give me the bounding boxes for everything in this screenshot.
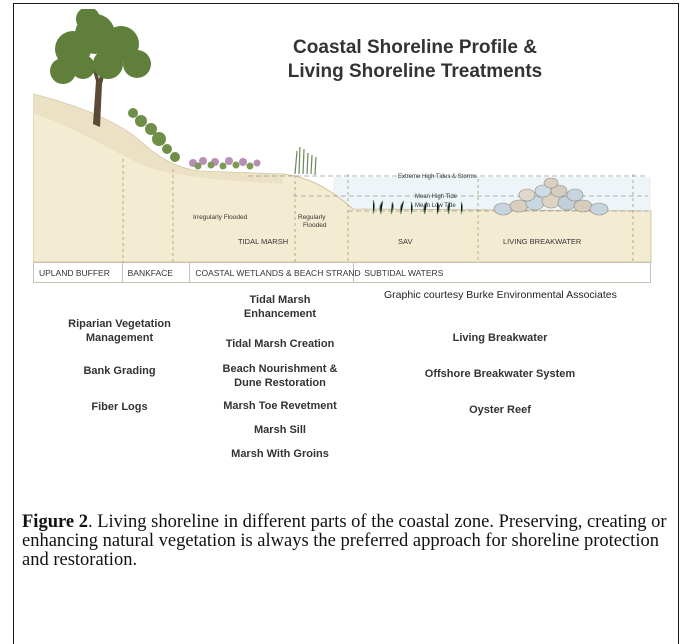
- figure-frame: [13, 3, 679, 644]
- diagram-title-line-2: Living Shoreline Treatments: [287, 61, 543, 82]
- zone-bankface: BANKFACE: [123, 263, 191, 282]
- treatment-riparian-vegetation: Riparian Vegetation Management: [68, 318, 171, 344]
- treatment-living-breakwater: Living Breakwater: [452, 332, 548, 344]
- zone-upland-buffer: UPLAND BUFFER: [34, 263, 123, 282]
- treatment-tidal-marsh-enhancement: Tidal Marsh Enhancement: [243, 294, 317, 320]
- shoreline-profile-graphic: Extreme High Tides & Storms Mean High Ti…: [33, 9, 652, 263]
- regular-marsh-grass: [294, 146, 317, 176]
- zone-coastal-wetlands: COASTAL WETLANDS & BEACH STRAND: [190, 263, 361, 282]
- treatment-oyster-reef: Oyster Reef: [469, 404, 531, 416]
- regularly-flooded-label-1: Regularly: [298, 214, 326, 221]
- tree-canopy: [50, 9, 151, 84]
- mean-high-tide-label: Mean High Tide: [415, 194, 458, 200]
- irregularly-flooded-label: Irregularly Flooded: [193, 214, 248, 221]
- shoreline-profile-diagram: Extreme High Tides & Storms Mean High Ti…: [33, 9, 666, 286]
- marsh-grass: [194, 161, 254, 170]
- living-breakwater-rocks: [493, 177, 609, 216]
- treatment-marsh-sill: Marsh Sill: [254, 424, 306, 436]
- sav-label: SAV: [398, 237, 412, 246]
- figure-caption-label: Figure 2: [22, 512, 88, 532]
- treatment-marsh-with-groins: Marsh With Groins: [231, 448, 329, 460]
- treatment-tidal-marsh-creation: Tidal Marsh Creation: [225, 338, 335, 350]
- zone-bar: UPLAND BUFFER BANKFACE COASTAL WETLANDS …: [33, 262, 651, 283]
- tidal-marsh-label: TIDAL MARSH: [238, 237, 288, 246]
- living-breakwater-label: LIVING BREAKWATER: [503, 237, 582, 246]
- figure-caption: Figure 2. Living shoreline in different …: [22, 513, 672, 570]
- treatment-beach-nourishment: Beach Nourishment & Dune Restoration: [222, 363, 338, 389]
- extreme-tide-label: Extreme High Tides & Storms: [398, 174, 477, 180]
- diagram-title: Coastal Shoreline Profile & Living Shore…: [255, 36, 575, 84]
- treatment-marsh-toe-revetment: Marsh Toe Revetment: [223, 400, 337, 412]
- treatment-bank-grading: Bank Grading: [83, 365, 156, 377]
- diagram-title-line-1: Coastal Shoreline Profile &: [293, 37, 537, 58]
- wetland-treatments: Tidal Marsh Enhancement Tidal Marsh Crea…: [205, 293, 355, 461]
- upland-treatments: Riparian Vegetation Management Bank Grad…: [52, 317, 187, 414]
- regularly-flooded-label-2: Flooded: [303, 222, 327, 229]
- zone-subtidal-waters: SUBTIDAL WATERS: [364, 267, 444, 278]
- treatment-offshore-breakwater: Offshore Breakwater System: [424, 368, 576, 380]
- sav-plants: [372, 199, 463, 215]
- bank-shrubs: [128, 108, 180, 162]
- graphic-credit: Graphic courtesy Burke Environmental Ass…: [384, 289, 617, 301]
- treatment-fiber-logs: Fiber Logs: [91, 401, 148, 413]
- mean-low-tide-label: Mean Low Tide: [415, 203, 456, 209]
- figure-caption-text: . Living shoreline in different parts of…: [22, 512, 667, 570]
- subtidal-treatments: Living Breakwater Offshore Breakwater Sy…: [380, 331, 620, 417]
